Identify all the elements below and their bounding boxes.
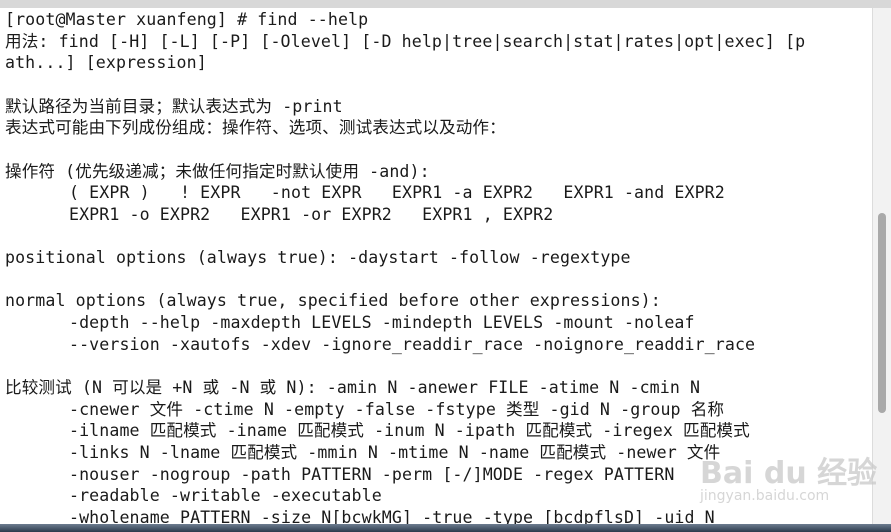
terminal-line: ( EXPR ) ! EXPR -not EXPR EXPR1 -a EXPR2…	[69, 183, 725, 203]
terminal-line: -wholename PATTERN -size N[bcwkMG] -true…	[69, 507, 715, 524]
terminal-line: 默认路径为当前目录；默认表达式为 -print	[5, 96, 343, 116]
terminal-line: normal options (always true, specified b…	[5, 291, 661, 311]
terminal-line: -links N -lname 匹配模式 -mmin N -mtime N -n…	[69, 443, 721, 462]
terminal-line: EXPR1 -o EXPR2 EXPR1 -or EXPR2 EXPR1 , E…	[69, 204, 554, 224]
terminal-line: -ilname 匹配模式 -iname 匹配模式 -inum N -ipath …	[69, 421, 750, 441]
vertical-scrollbar[interactable]	[872, 8, 891, 524]
terminal-line: 操作符 (优先级递减；未做任何指定时默认使用 -and):	[5, 161, 430, 181]
terminal-line: 用法: find [-H] [-L] [-P] [-Olevel] [-D he…	[5, 31, 806, 51]
terminal-line: [root@Master xuanfeng] # find --help	[5, 10, 369, 29]
baidu-watermark-logo: Bai du 经验	[700, 456, 878, 491]
terminal-line: -nouser -nogroup -path PATTERN -perm [-/…	[69, 464, 675, 484]
terminal-line: 比较测试 (N 可以是 +N 或 -N 或 N): -amin N -anewe…	[5, 378, 701, 398]
terminal-line: -readable -writable -executable	[69, 486, 382, 506]
terminal-line: -cnewer 文件 -ctime N -empty -false -fstyp…	[69, 399, 725, 419]
terminal-line: -depth --help -maxdepth LEVELS -mindepth…	[69, 313, 695, 333]
terminal-line: --version -xautofs -xdev -ignore_readdir…	[69, 334, 756, 354]
scrollbar-thumb[interactable]	[878, 213, 886, 413]
terminal-line: 表达式可能由下列成份组成：操作符、选项、测试表达式以及动作：	[5, 118, 506, 138]
terminal-line: positional options (always true): -dayst…	[5, 248, 631, 268]
desktop-taskbar-edge	[0, 524, 891, 532]
terminal-line: ath...] [expression]	[5, 53, 207, 73]
terminal-output[interactable]: [root@Master xuanfeng] # find --help 用法: …	[0, 8, 872, 524]
baidu-watermark-url: jingyan.baidu.com	[700, 488, 830, 504]
